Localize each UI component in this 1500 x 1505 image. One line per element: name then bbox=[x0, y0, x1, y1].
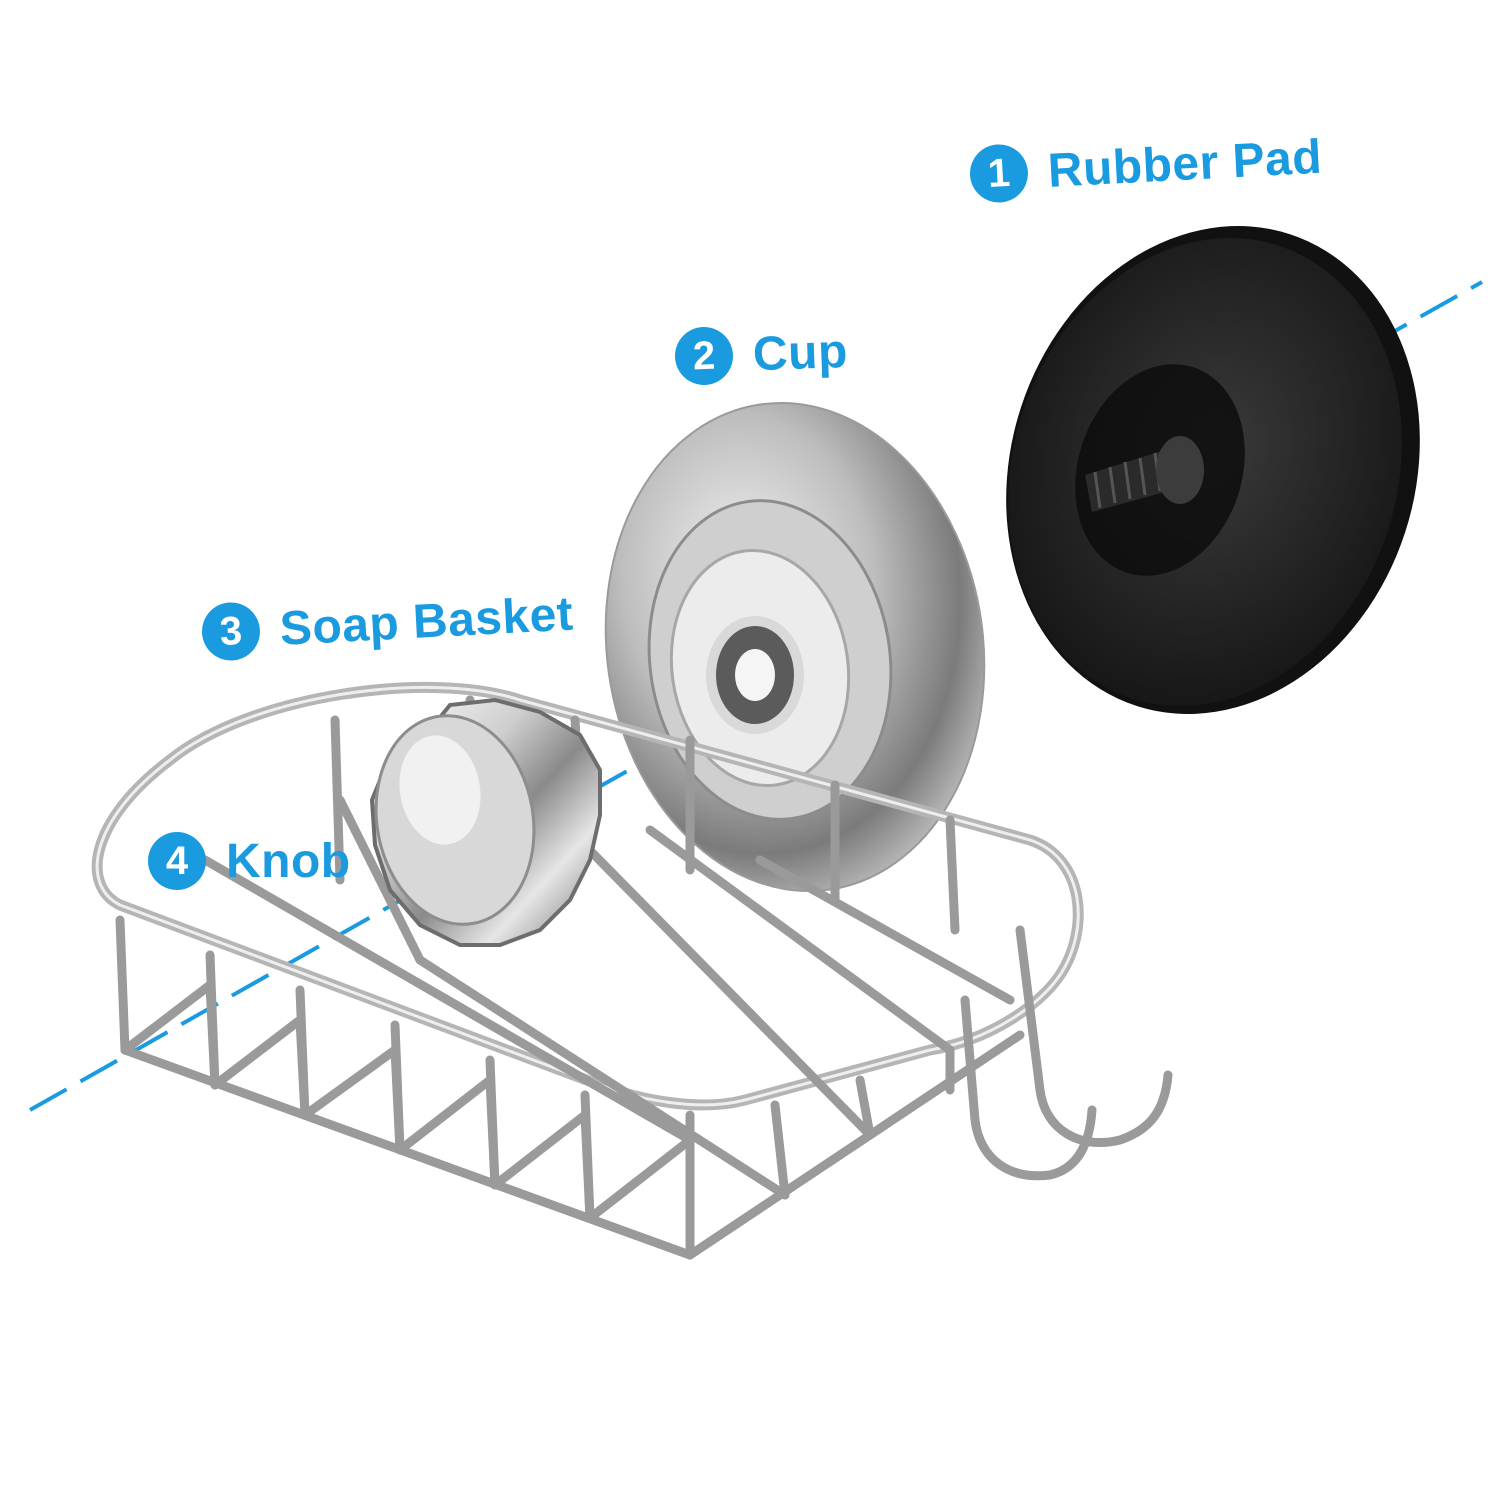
callout-number-3: 3 bbox=[200, 601, 262, 662]
knob bbox=[369, 697, 602, 947]
callout-number-4: 4 bbox=[148, 832, 206, 890]
callout-knob: 4 Knob bbox=[148, 832, 351, 890]
callout-cup: 2 Cup bbox=[673, 322, 849, 386]
rubber-pad bbox=[1006, 226, 1420, 714]
callout-number-1: 1 bbox=[968, 143, 1030, 204]
callout-label-knob: Knob bbox=[226, 834, 351, 888]
callout-number-2: 2 bbox=[673, 325, 734, 386]
threaded-bolt bbox=[1085, 436, 1204, 512]
soap-basket bbox=[91, 681, 1173, 1260]
suction-cup bbox=[604, 401, 986, 893]
callout-label-cup: Cup bbox=[752, 324, 849, 381]
